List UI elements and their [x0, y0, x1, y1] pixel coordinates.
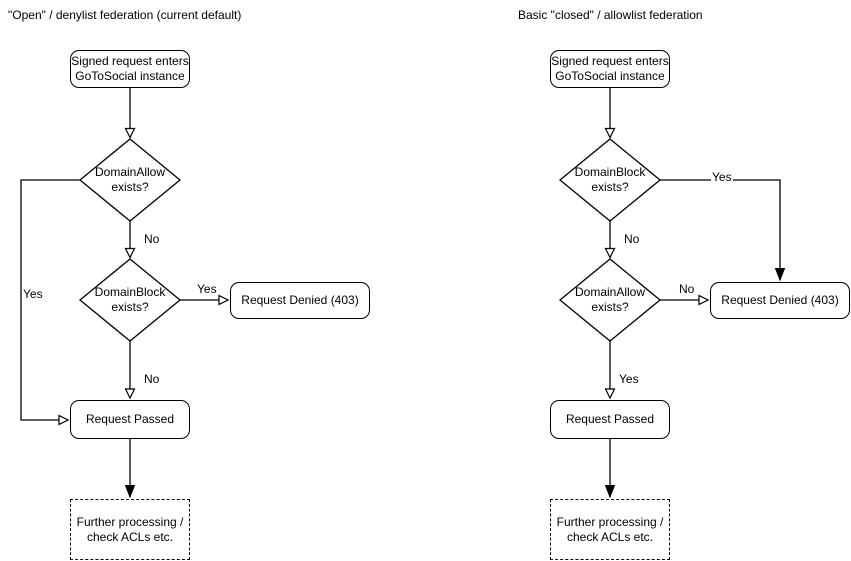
left-chart-title: "Open" / denylist federation (current de…	[8, 8, 242, 22]
left-further-processing-node: Further processing / check ACLs etc.	[70, 499, 190, 560]
left-decision1-no-label: No	[143, 232, 161, 246]
left-decision2-yes-label: Yes	[196, 282, 218, 296]
right-further-processing-node: Further processing / check ACLs etc.	[550, 499, 670, 560]
connector-left-decision1-yes-to-passed	[20, 179, 80, 426]
left-decision1-label: DomainAllow exists?	[94, 165, 166, 194]
left-decision1-yes-label: Yes	[22, 287, 44, 301]
right-decision1-yes-label: Yes	[711, 170, 733, 184]
right-decision2-label: DomainAllow exists?	[574, 285, 646, 314]
left-start-node: Signed request enters GoToSocial instanc…	[70, 50, 190, 88]
right-decision2-yes-label: Yes	[618, 372, 640, 386]
right-passed-node: Request Passed	[550, 400, 670, 439]
right-start-node: Signed request enters GoToSocial instanc…	[550, 50, 670, 88]
right-decision2-no-label: No	[678, 282, 696, 296]
connector-right-decision1-yes-to-denied	[660, 179, 780, 280]
right-decision1-label: DomainBlock exists?	[574, 165, 646, 194]
right-decision1-no-label: No	[623, 232, 641, 246]
right-chart-title: Basic "closed" / allowlist federation	[518, 8, 703, 22]
left-decision2-no-label: No	[143, 372, 161, 386]
left-decision2-label: DomainBlock exists?	[94, 285, 166, 314]
right-denied-node: Request Denied (403)	[710, 282, 850, 319]
left-denied-node: Request Denied (403)	[230, 282, 370, 319]
left-passed-node: Request Passed	[70, 400, 190, 439]
